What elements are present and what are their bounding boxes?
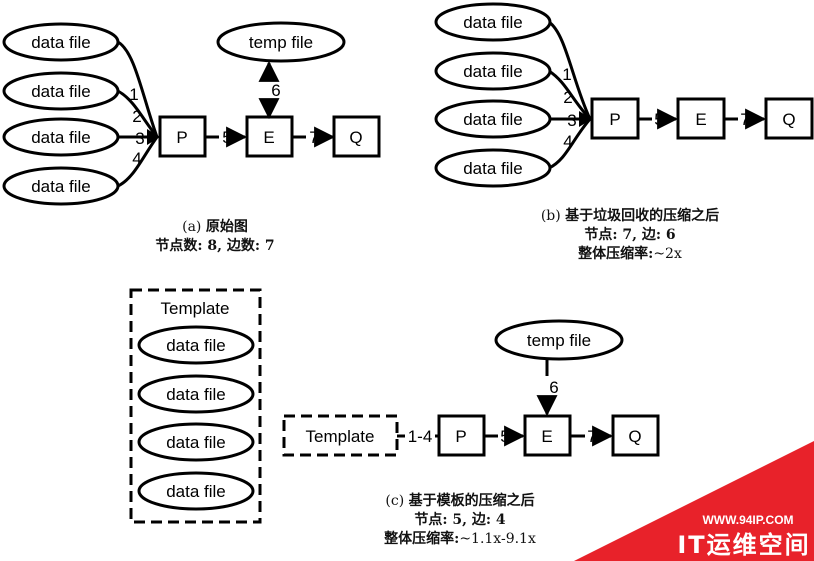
data-file-label: data file <box>166 336 226 355</box>
data-file-label: data file <box>166 433 226 452</box>
node-e-label: E <box>541 427 552 446</box>
caption-a-title: 原始图 <box>205 219 248 235</box>
node-e-label: E <box>695 110 706 129</box>
data-file-node <box>2 166 120 206</box>
data-file-label: data file <box>31 177 91 196</box>
node-p-label: P <box>176 128 187 147</box>
caption-c-ratio-label: 整体压缩率: <box>384 531 460 547</box>
node-p-label: P <box>455 427 466 446</box>
caption-a: (a) 原始图 节点数: 8, 边数: 7 <box>110 218 320 256</box>
edge-label-2: 2 <box>563 88 572 107</box>
edge-label-6: 6 <box>549 378 558 397</box>
node-p <box>437 414 486 457</box>
edge-4-line <box>117 136 159 188</box>
caption-c: (c) 基于模板的压缩之后 节点: 5, 边: 4 整体压缩率:~1.1x-9.… <box>320 492 600 549</box>
caption-c-tag: (c) <box>385 493 405 509</box>
data-file-node <box>2 22 120 62</box>
data-file-label: data file <box>463 159 523 178</box>
node-e-label: E <box>263 128 274 147</box>
edge-label-2: 2 <box>132 107 141 126</box>
caption-c-stats: 节点: 5, 边: 4 <box>414 512 506 528</box>
edge-label-7: 7 <box>587 427 596 446</box>
edge-label-4: 4 <box>132 149 141 168</box>
edge-label-1: 1 <box>562 65 571 84</box>
edge-label-3: 3 <box>135 129 144 148</box>
temp-file-node <box>216 21 346 63</box>
data-file-node <box>434 2 552 42</box>
edge-label-5: 5 <box>500 427 509 446</box>
edge-1-line <box>548 20 592 120</box>
caption-a-tag: (a) <box>182 219 202 235</box>
node-q-label: Q <box>628 427 641 446</box>
edge-2-line <box>548 69 592 121</box>
node-p <box>590 97 640 140</box>
data-file-node <box>434 51 552 91</box>
template-node-label: Template <box>306 427 375 446</box>
watermark-shape: WWW.94IP.COM IT运维空间 <box>574 441 814 561</box>
edge-1-line <box>117 40 159 138</box>
data-file-label: data file <box>31 33 91 52</box>
watermark-url: WWW.94IP.COM <box>702 513 793 527</box>
data-file-node <box>137 374 255 414</box>
edge-label-4: 4 <box>563 132 572 151</box>
edge-2-line <box>117 89 159 138</box>
temp-file-label: temp file <box>249 33 313 52</box>
caption-c-ratio-value: ~1.1x-9.1x <box>459 531 536 547</box>
temp-file-node <box>494 319 624 361</box>
template-node <box>282 414 399 457</box>
node-q <box>332 115 381 158</box>
data-file-label: data file <box>463 110 523 129</box>
node-q <box>611 414 660 457</box>
diagram-b: data file data file data file data file … <box>434 2 814 188</box>
caption-b-title: 基于垃圾回收的压缩之后 <box>565 208 720 224</box>
data-file-label: data file <box>31 82 91 101</box>
edge-label-5: 5 <box>654 110 663 129</box>
data-file-label: data file <box>463 62 523 81</box>
data-file-node <box>2 71 120 111</box>
data-file-node <box>137 325 255 365</box>
edge-label-1-4: 1-4 <box>408 427 433 446</box>
diagram-c: Template data file data file data file d… <box>129 288 660 524</box>
node-p-label: P <box>609 110 620 129</box>
caption-b-tag: (b) <box>540 208 561 224</box>
edge-label-7: 7 <box>309 128 318 147</box>
caption-b: (b) 基于垃圾回收的压缩之后 节点: 7, 边: 6 整体压缩率:~2x <box>480 207 780 264</box>
edge-4-line <box>548 118 592 170</box>
caption-c-title: 基于模板的压缩之后 <box>408 493 535 509</box>
node-q-label: Q <box>782 110 795 129</box>
node-q <box>764 97 814 140</box>
template-group <box>129 288 262 524</box>
watermark-name: IT运维空间 <box>677 531 810 559</box>
caption-b-stats: 节点: 7, 边: 6 <box>584 227 676 243</box>
caption-a-stats: 节点数: 8, 边数: 7 <box>155 238 275 254</box>
edge-label-7: 7 <box>740 110 749 129</box>
node-q-label: Q <box>349 128 362 147</box>
data-file-label: data file <box>166 482 226 501</box>
arrowhead-into-p <box>147 129 160 145</box>
template-group-title: Template <box>161 299 230 318</box>
watermark: WWW.94IP.COM IT运维空间 <box>574 431 814 561</box>
data-file-node <box>434 99 552 139</box>
data-file-label: data file <box>31 128 91 147</box>
data-file-node <box>137 422 255 462</box>
data-file-node <box>2 117 120 157</box>
watermark-triangle <box>574 441 814 561</box>
arrowhead-into-p <box>579 111 592 127</box>
caption-b-ratio-value: ~2x <box>653 246 682 262</box>
data-file-label: data file <box>166 385 226 404</box>
data-file-node <box>434 148 552 188</box>
edge-label-1: 1 <box>129 85 138 104</box>
caption-b-ratio-label: 整体压缩率: <box>578 246 654 262</box>
data-file-label: data file <box>463 13 523 32</box>
temp-file-label: temp file <box>527 331 591 350</box>
data-file-node <box>137 471 255 511</box>
edge-label-6: 6 <box>271 81 280 100</box>
edge-label-5: 5 <box>222 128 231 147</box>
edge-label-3: 3 <box>567 111 576 130</box>
diagram-a: data file data file data file data file … <box>2 21 381 206</box>
